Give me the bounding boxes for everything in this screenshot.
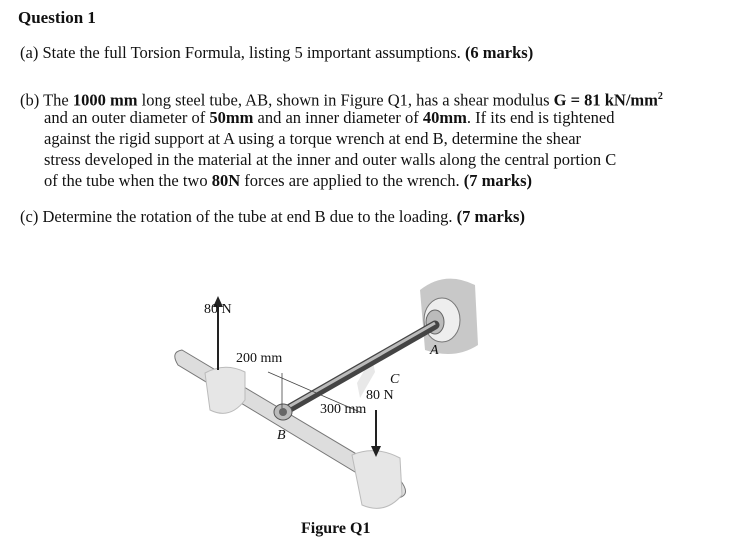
point-c-label: C xyxy=(390,372,400,387)
point-b-label: B xyxy=(277,428,286,443)
force-label-left: 80 N xyxy=(204,302,232,317)
part-c-label: (c) xyxy=(20,207,39,226)
left-hand xyxy=(204,366,246,414)
question-heading: Question 1 xyxy=(18,8,96,27)
steel-tube xyxy=(278,320,440,417)
text: forces are applied to the wrench. xyxy=(240,171,464,190)
right-hand xyxy=(351,450,403,509)
part-a-text: State the full Torsion Formula, listing … xyxy=(42,43,461,62)
part-c: (c) Determine the rotation of the tube a… xyxy=(20,206,525,227)
part-a-marks: (6 marks) xyxy=(464,43,534,62)
superscript: 2 xyxy=(657,91,663,102)
part-a-label: (a) xyxy=(20,43,39,62)
part-b-label: (b) xyxy=(20,90,40,110)
section-c-plane xyxy=(357,357,375,398)
text: The xyxy=(43,90,73,110)
part-a: (a) State the full Torsion Formula, list… xyxy=(20,42,533,63)
dimension-label-200: 200 mm xyxy=(236,351,283,366)
part-c-text: Determine the rotation of the tube at en… xyxy=(42,207,457,226)
figure-caption: Figure Q1 xyxy=(301,520,371,537)
inner-diameter: 40mm xyxy=(422,108,467,127)
part-b-marks: (7 marks) xyxy=(463,171,532,190)
text: of the tube when the two xyxy=(44,171,212,190)
force-value: 80N xyxy=(211,171,241,190)
outer-diameter: 50mm xyxy=(209,108,254,127)
text: and an outer diameter of xyxy=(44,108,210,127)
tube-length: 1000 mm xyxy=(72,90,138,110)
part-b-line-5: of the tube when the two 80N forces are … xyxy=(44,170,532,191)
dimension-label-300: 300 mm xyxy=(320,402,367,417)
force-label-right: 80 N xyxy=(366,388,394,403)
point-a-label: A xyxy=(430,343,439,358)
part-b-line-2: and an outer diameter of 50mm and an inn… xyxy=(44,107,614,128)
part-b-line-3: against the rigid support at A using a t… xyxy=(44,129,582,148)
dimension-line xyxy=(267,371,361,413)
text: and an inner diameter of xyxy=(253,108,423,127)
text: . If its end is tightened xyxy=(466,108,615,127)
shear-modulus: G = 81 kN/mm xyxy=(553,90,658,110)
text: long steel tube, AB, shown in Figure Q1,… xyxy=(137,90,554,110)
part-b-line-4: stress developed in the material at the … xyxy=(44,150,617,169)
part-c-marks: (7 marks) xyxy=(456,207,525,226)
part-b-line-1: (b) The 1000 mm long steel tube, AB, sho… xyxy=(20,86,663,111)
